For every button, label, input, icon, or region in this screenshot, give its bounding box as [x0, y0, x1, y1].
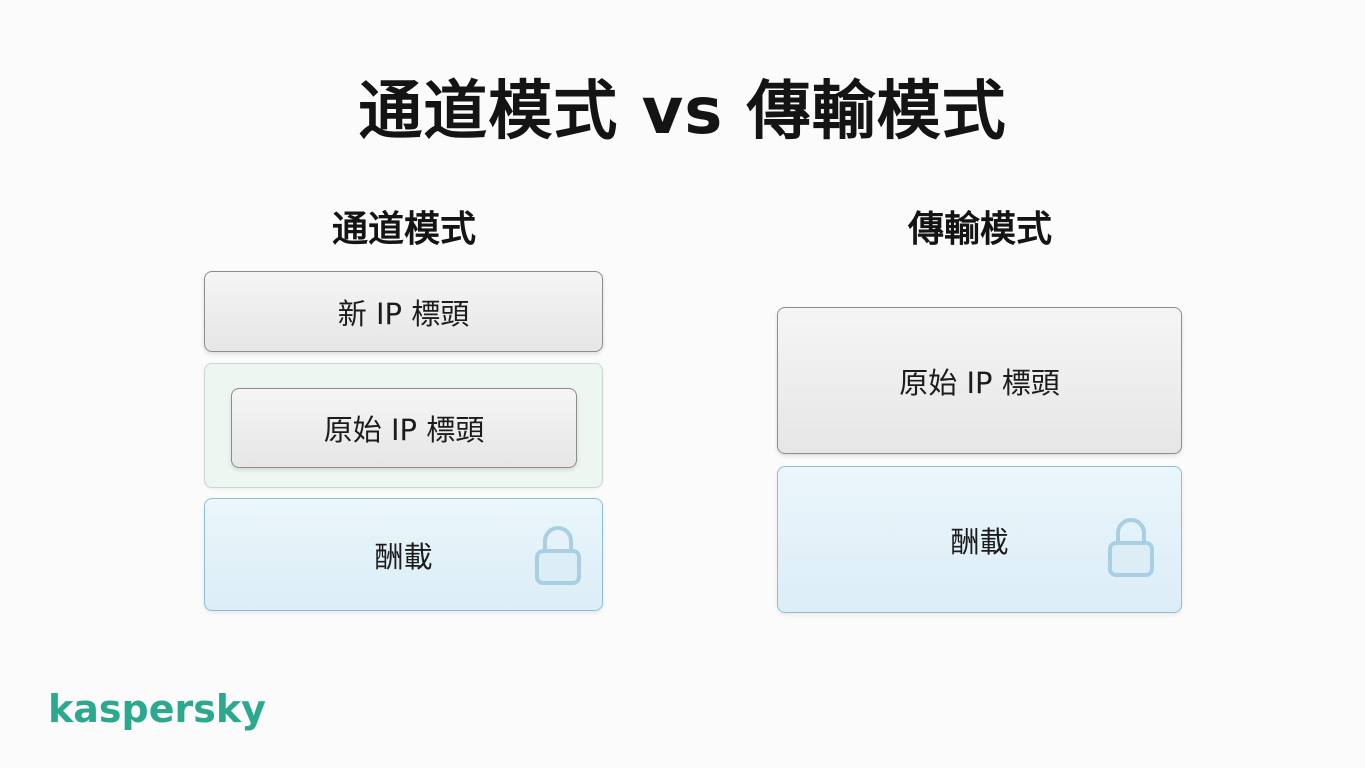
tunnel-payload-box: 酬載 — [204, 498, 603, 611]
encapsulated-packet-box: 原始 IP 標頭 — [204, 363, 603, 488]
new-ip-header-box: 新 IP 標頭 — [204, 271, 603, 352]
lock-icon — [535, 526, 581, 585]
tunnel-payload-label: 酬載 — [374, 539, 433, 574]
tunnel-original-ip-header-label: 原始 IP 標頭 — [323, 413, 485, 447]
kaspersky-logo: kaspersky — [48, 687, 266, 731]
lock-icon — [1108, 518, 1154, 577]
new-ip-header-label: 新 IP 標頭 — [337, 296, 470, 331]
tunnel-mode-heading: 通道模式 — [331, 209, 476, 250]
transport-mode-heading: 傳輸模式 — [907, 209, 1052, 250]
page-title: 通道模式 vs 傳輸模式 — [358, 75, 1007, 149]
transport-original-ip-header-label: 原始 IP 標頭 — [899, 365, 1060, 400]
transport-payload-box: 酬載 — [777, 466, 1182, 613]
transport-payload-label: 酬載 — [950, 524, 1009, 559]
transport-original-ip-header-box: 原始 IP 標頭 — [777, 307, 1182, 454]
tunnel-original-ip-header-box: 原始 IP 標頭 — [231, 388, 577, 468]
